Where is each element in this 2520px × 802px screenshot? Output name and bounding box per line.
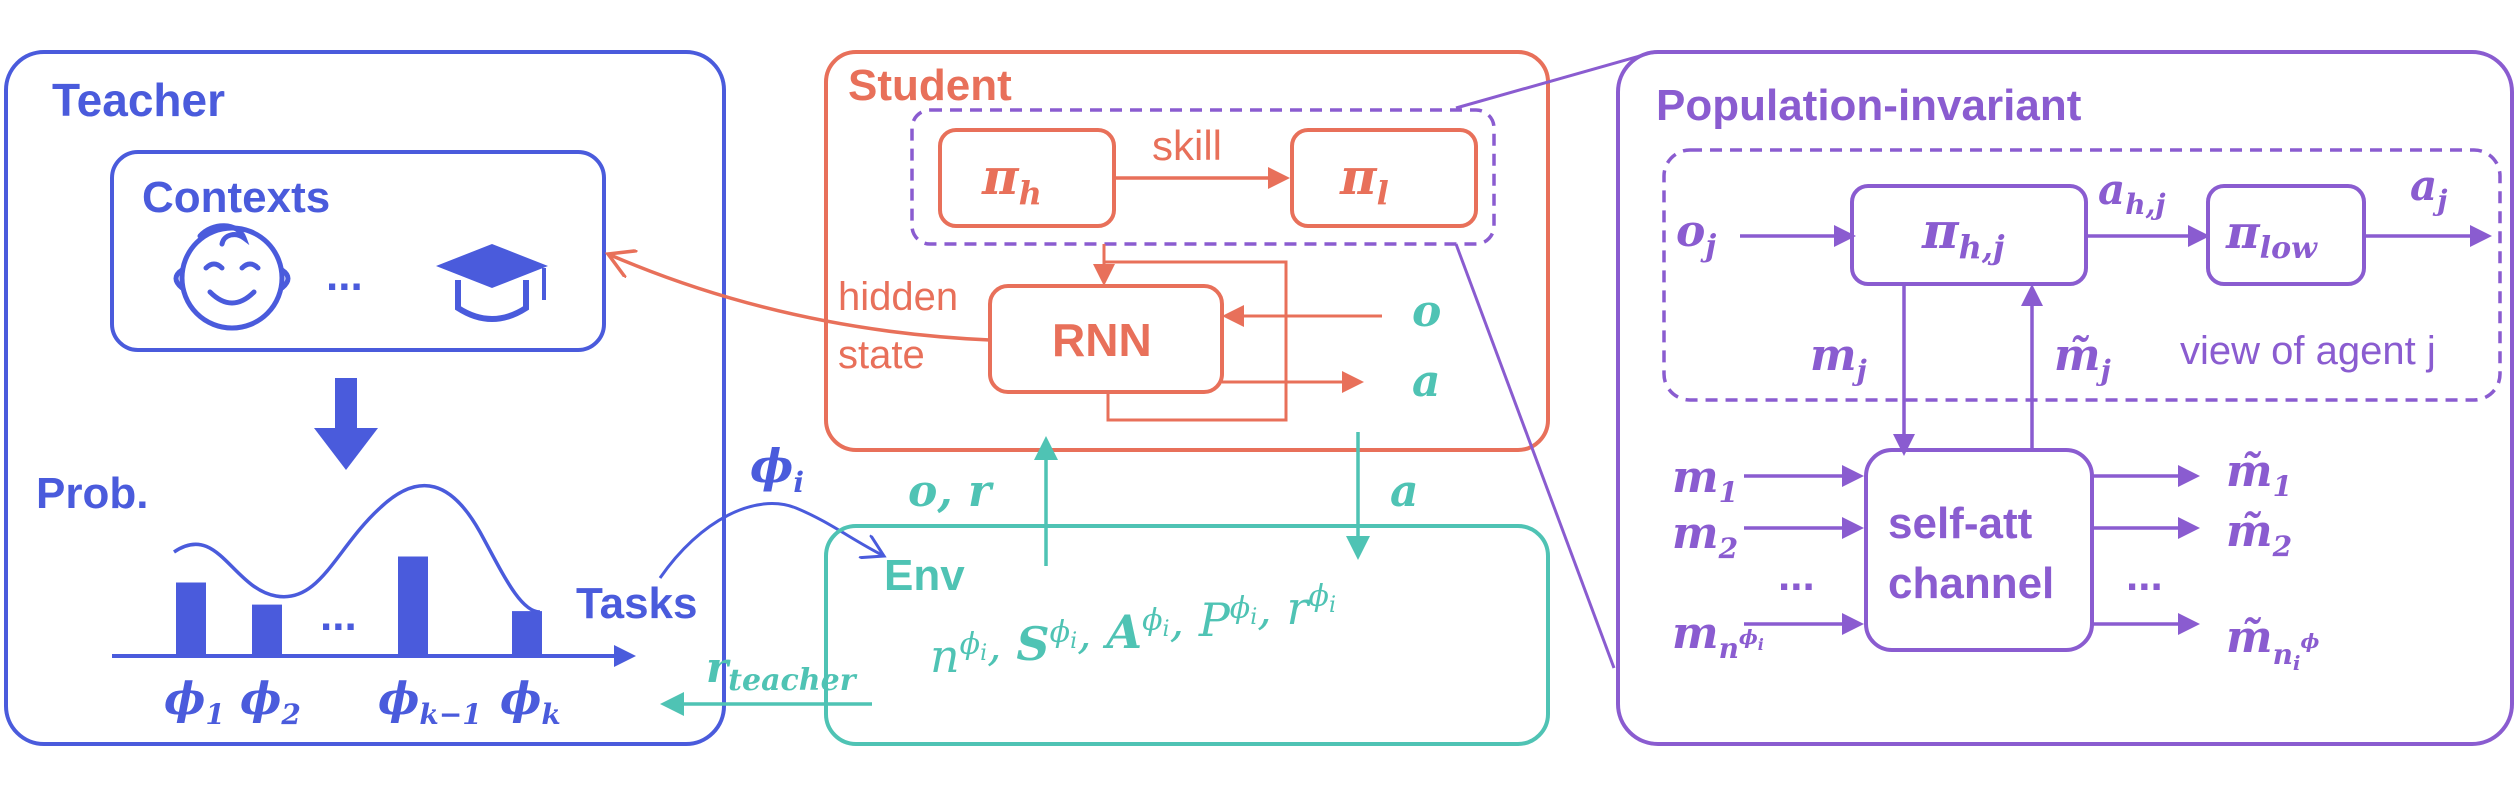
m-j-label: mj [1810,330,1867,387]
agent-view-dashed-box [1662,148,2502,402]
task-bar-1 [176,582,206,654]
task-bar-3 [398,556,428,654]
tasks-label: Tasks [576,579,698,628]
population-panel: Population-invariant oj πh,j ah,j πlow a… [1616,50,2514,746]
pi-l-box [1290,128,1478,228]
contexts-ellipsis: ... [326,251,363,300]
o-r-label: o, r [908,466,994,517]
task-bar-2 [252,604,282,654]
output-ellipsis: ... [2126,551,2163,600]
density-curve [173,483,541,614]
env-frame [824,524,1550,746]
view-of-agent-label: view of agent j [2180,329,2436,373]
hidden-state-to-contexts-arrow [608,254,991,342]
phi-label-1: ϕ1 [164,674,225,731]
phi-label-3: ϕk−1 [378,674,482,731]
bars-ellipsis: ... [320,591,357,640]
bars [176,556,542,654]
task-distribution: ... ϕ1 ϕ2 ϕk−1 ϕk Tasks [112,483,698,731]
teacher-frame [4,50,726,746]
input-m-n: mnϕi [1672,608,1764,665]
hidden-state-label-line2: state [838,333,925,377]
student-frame [824,50,1550,452]
contexts-box: Contexts ... [110,150,606,352]
pi-l-label: πl [1339,147,1389,212]
rnn-label: RNN [1052,314,1152,366]
student-panel: Student πh skill πl RNN o a hidden state [824,50,1550,452]
zoom-connector-top [1455,50,1655,110]
student-o-label: o [1412,286,1441,337]
env-tuple: nϕi, Sϕi, Aϕi, Pϕi, rϕi [930,579,1336,683]
r-teacher-label: rteacher [706,643,858,698]
phi-arrow [658,502,884,579]
a-hj-label: ah,j [2098,165,2165,221]
hidden-state-label-line1: hidden [838,275,958,319]
env-title: Env [884,551,965,600]
phi-label-4: ϕk [500,674,561,731]
teacher-panel: Teacher Contexts ... [4,50,726,746]
rnn-feedback-loop [1104,260,1288,422]
output-m-2: m̃2 [2226,506,2292,563]
phi-labels: ϕ1 ϕ2 ϕk−1 ϕk [164,674,561,731]
self-att-label-line2: channel [1888,559,2054,608]
pi-hj-label: πh,j [1921,201,2005,266]
baby-face-icon [173,223,291,331]
input-ellipsis: ... [1778,551,1815,600]
contexts-to-prob-arrow [314,378,378,470]
zoom-connector-bottom [1454,243,1616,669]
task-bar-4 [512,611,542,654]
prob-label: Prob. [36,469,148,518]
input-m-2: m2 [1672,508,1738,565]
self-att-label-line1: self-att [1888,499,2033,548]
population-frame [1616,50,2514,746]
phi-i-label: ϕi [750,439,804,499]
graduation-cap-icon [436,244,548,322]
skill-label: skill [1152,122,1222,169]
self-att-box [1864,448,2094,652]
contexts-title: Contexts [142,173,330,222]
env-panel: Env nϕi, Sϕi, Aϕi, Pϕi, rϕi [824,524,1550,746]
student-title: Student [848,61,1012,110]
teacher-title: Teacher [52,74,225,126]
action-label: a [1390,466,1419,517]
o-j-label: oj [1676,206,1716,264]
output-m-n: m̃niϕ [2226,612,2320,675]
student-policy-dashed-box [910,108,1496,246]
m-tilde-j-label: m̃j [2054,330,2111,387]
output-m-1: m̃1 [2226,446,2292,503]
phi-label-2: ϕ2 [240,674,301,731]
population-title: Population-invariant [1656,81,2082,130]
input-m-1: m1 [1672,452,1738,509]
pi-low-label: πlow [2225,205,2318,266]
a-j-label: aj [2410,161,2447,217]
pi-h-label: πh [981,147,1042,212]
student-a-label: a [1412,356,1441,407]
